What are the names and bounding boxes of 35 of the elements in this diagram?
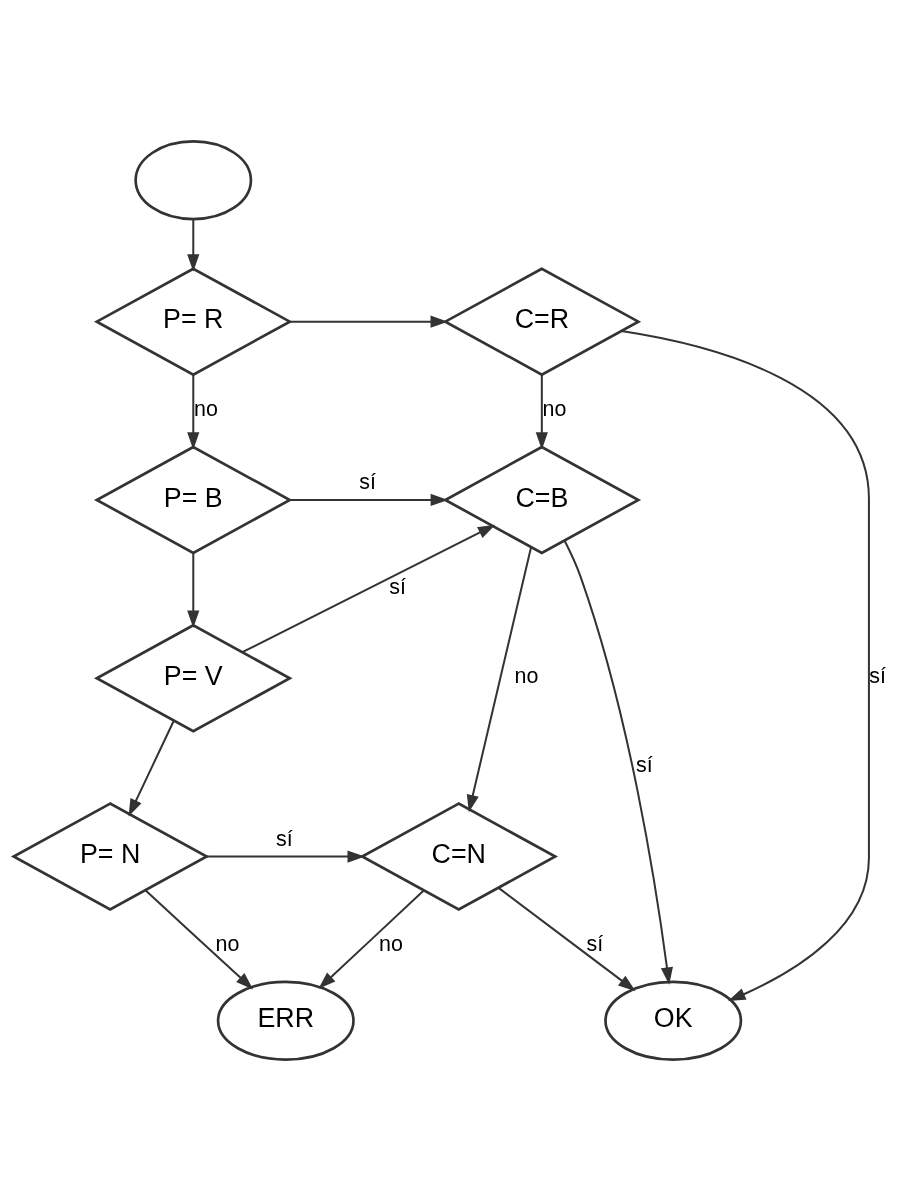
edge-label: no: [194, 396, 218, 421]
arrow: [497, 886, 636, 991]
node-circle: [134, 139, 253, 220]
arrow: [535, 374, 548, 450]
arrow: [466, 546, 533, 812]
node-diamond: P= V: [94, 623, 293, 733]
edge-label: no: [379, 931, 403, 956]
edge-label: sí: [389, 574, 407, 599]
node-diamond: C=B: [442, 445, 642, 554]
arrow: [206, 849, 365, 863]
arrow: [242, 524, 496, 653]
arrow: [145, 889, 254, 989]
edge-label: sí: [586, 931, 604, 956]
edge-label: no: [542, 396, 567, 421]
node-diamond: C=N: [359, 801, 558, 911]
arrow: [187, 218, 200, 272]
arrow: [621, 329, 870, 1001]
node-diamond: P= B: [94, 445, 293, 554]
arrow: [563, 539, 673, 985]
arrow: [187, 552, 200, 628]
node-ellipse: ERR: [216, 980, 355, 1061]
edge-label: sí: [359, 469, 376, 494]
arrow: [128, 719, 175, 816]
arrow: [318, 889, 425, 989]
edge-label: no: [514, 663, 539, 688]
edge-label: sí: [636, 752, 653, 777]
arrow: [187, 374, 200, 450]
node-ellipse: OK: [604, 980, 743, 1061]
node-diamond: C=R: [442, 266, 642, 376]
edge-label: no: [215, 931, 240, 956]
node-diamond: P= N: [10, 801, 210, 911]
node-diamond: P= R: [94, 266, 293, 376]
edge-label: sí: [276, 826, 293, 851]
edge-label: sí: [869, 663, 886, 688]
arrow: [289, 315, 448, 328]
